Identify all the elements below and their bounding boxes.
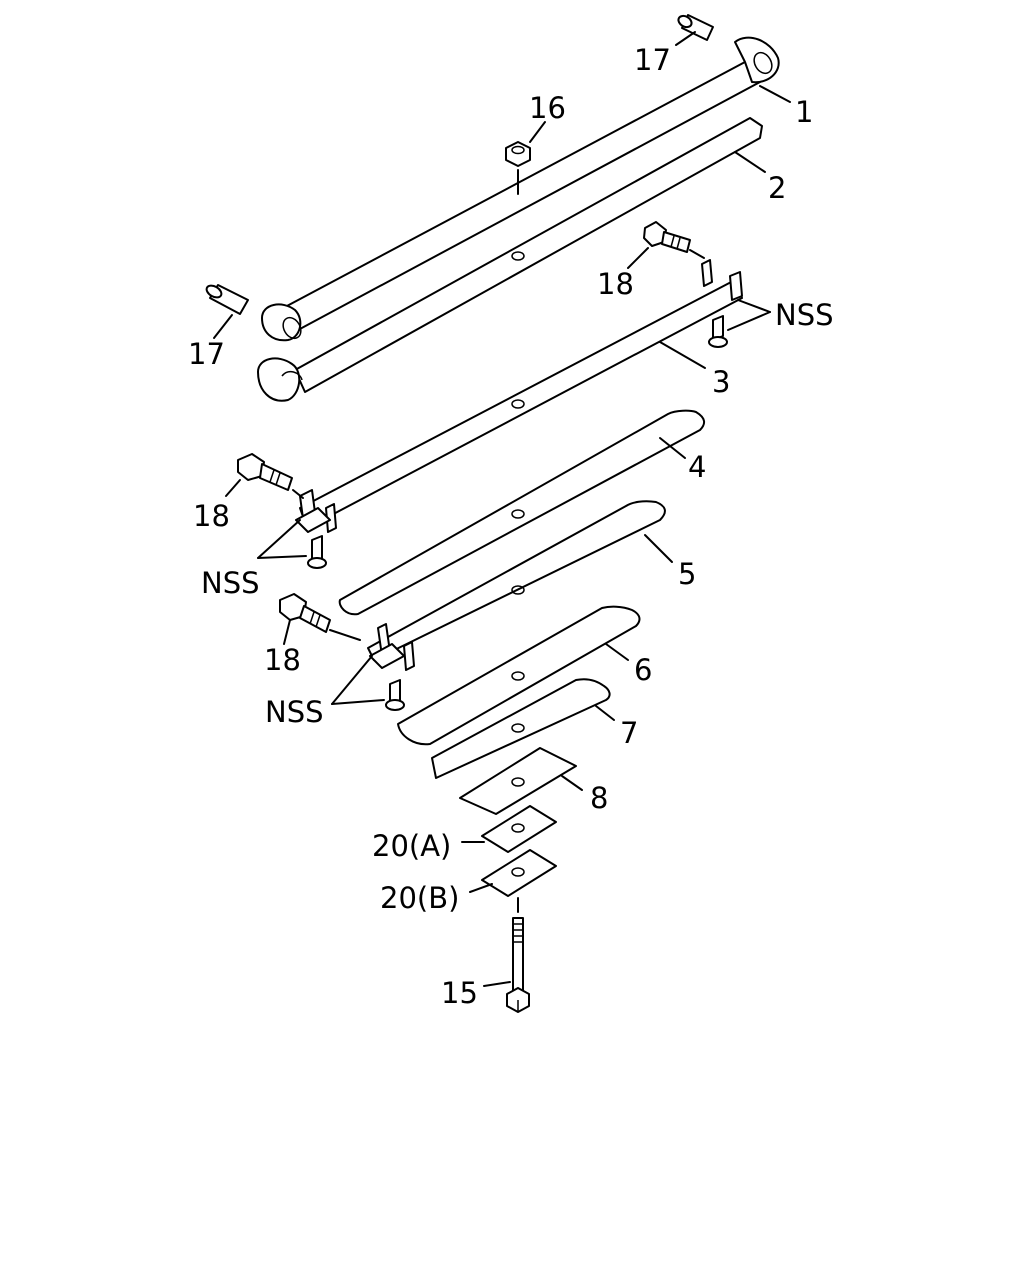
leader-nss-right-b bbox=[737, 299, 771, 313]
part-6-leaf bbox=[397, 605, 641, 746]
leader-1 bbox=[759, 85, 791, 103]
part-20b-shim bbox=[481, 849, 557, 897]
callout-nss-mid: NSS bbox=[201, 566, 260, 600]
callout-20a: 20(A) bbox=[372, 829, 451, 863]
leader-17-left bbox=[213, 314, 233, 339]
part-1-main-leaf bbox=[261, 36, 780, 342]
callout-nss-low: NSS bbox=[265, 695, 324, 729]
part-17-bushing-left bbox=[205, 284, 249, 315]
part-7-leaf bbox=[431, 678, 611, 779]
leader-7 bbox=[595, 705, 615, 721]
callout-18-low: 18 bbox=[264, 643, 301, 677]
callout-17-top: 17 bbox=[634, 43, 671, 77]
leader-4 bbox=[659, 437, 686, 459]
part-2-second-leaf bbox=[257, 117, 763, 402]
callout-20b: 20(B) bbox=[380, 881, 459, 915]
leader-18-low bbox=[283, 619, 291, 645]
part-5-leaf bbox=[367, 500, 666, 671]
part-18-bolt-mid bbox=[237, 453, 293, 491]
part-3-clip-leaf bbox=[295, 259, 743, 533]
part-17-bushing-top bbox=[677, 14, 714, 41]
leader-nss-mid-a bbox=[257, 519, 301, 559]
callout-4: 4 bbox=[688, 450, 706, 484]
leader-nss-low-b bbox=[331, 699, 385, 705]
callout-18-top: 18 bbox=[597, 267, 634, 301]
callout-5: 5 bbox=[678, 557, 696, 591]
callout-3: 3 bbox=[712, 365, 730, 399]
callout-1: 1 bbox=[795, 95, 813, 129]
leader-5 bbox=[644, 534, 673, 563]
leader-6 bbox=[605, 643, 629, 661]
leader-18-top bbox=[627, 247, 649, 269]
part-18-bolt-low bbox=[279, 593, 331, 633]
nss-rivet-right bbox=[708, 315, 728, 348]
callout-18-mid: 18 bbox=[193, 499, 230, 533]
bolt-mid-axis bbox=[292, 489, 304, 499]
callout-16: 16 bbox=[529, 91, 566, 125]
callout-2: 2 bbox=[768, 171, 786, 205]
leader-nss-mid-b bbox=[257, 555, 307, 559]
leader-3 bbox=[659, 341, 706, 369]
nss-rivet-mid bbox=[307, 535, 327, 569]
part-8-plate bbox=[459, 747, 577, 815]
leader-nss-low-a bbox=[331, 655, 373, 705]
callout-nss-right: NSS bbox=[775, 298, 834, 332]
leader-15 bbox=[483, 981, 511, 987]
callout-15: 15 bbox=[441, 976, 478, 1010]
bolt-low-axis bbox=[329, 629, 361, 641]
part-15-center-bolt bbox=[506, 917, 530, 1013]
callout-8: 8 bbox=[590, 781, 608, 815]
leader-18-mid bbox=[225, 479, 241, 497]
leader-2 bbox=[734, 151, 766, 173]
part-18-bolt-top bbox=[643, 221, 691, 253]
leader-nss-right-a bbox=[727, 311, 771, 331]
bolt-top-axis bbox=[689, 249, 705, 259]
leader-20b bbox=[469, 883, 493, 893]
part-16-nut bbox=[505, 141, 531, 167]
callout-17-left: 17 bbox=[188, 337, 225, 371]
leader-16 bbox=[529, 121, 546, 143]
callout-7: 7 bbox=[620, 716, 638, 750]
callout-6: 6 bbox=[634, 653, 652, 687]
nss-rivet-low bbox=[385, 679, 405, 711]
part-20a-shim bbox=[481, 805, 557, 853]
leader-17-top bbox=[675, 31, 696, 46]
leader-8 bbox=[561, 775, 583, 791]
part-4-leaf bbox=[338, 409, 706, 616]
